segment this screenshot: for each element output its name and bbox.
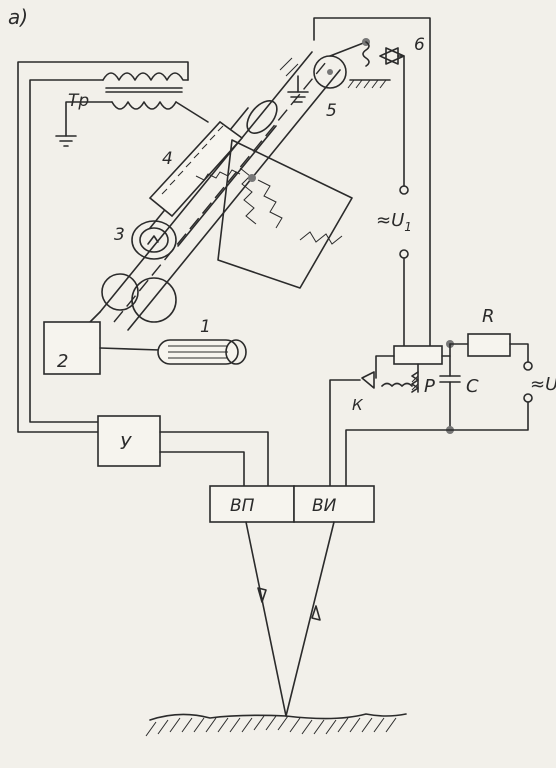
label-relay: P	[424, 376, 435, 397]
label-emitter: ВИ	[312, 496, 337, 516]
roller-assembly	[279, 38, 391, 103]
label-n5: 5	[326, 101, 337, 121]
label-receiver: ВП	[230, 496, 255, 516]
emitter-box	[293, 485, 375, 523]
label-transformer: Тр	[68, 91, 89, 111]
relay-circuit	[329, 333, 533, 487]
amplifier-box	[97, 415, 161, 467]
relay-6	[313, 17, 431, 347]
label-n4: 4	[162, 149, 173, 169]
figure-tag: а)	[8, 5, 28, 29]
label-n6: 6	[414, 35, 425, 55]
label-contact: К	[352, 396, 364, 414]
label-resistor: R	[482, 306, 495, 327]
beam-paths	[245, 521, 335, 717]
recorder-assembly	[89, 51, 353, 331]
label-n2: 2	[57, 351, 68, 372]
label-voltage2: ≈U	[530, 374, 556, 395]
transformer	[17, 61, 209, 433]
receiver-box	[209, 485, 295, 523]
label-voltage1: ≈U1	[376, 210, 412, 234]
label-amplifier: У	[120, 433, 132, 454]
label-capacitor: C	[466, 376, 479, 397]
block-2	[43, 321, 101, 375]
label-n1: 1	[200, 317, 211, 337]
object-1	[157, 339, 247, 365]
label-n3: 3	[114, 225, 125, 245]
ground-surface	[145, 713, 407, 737]
